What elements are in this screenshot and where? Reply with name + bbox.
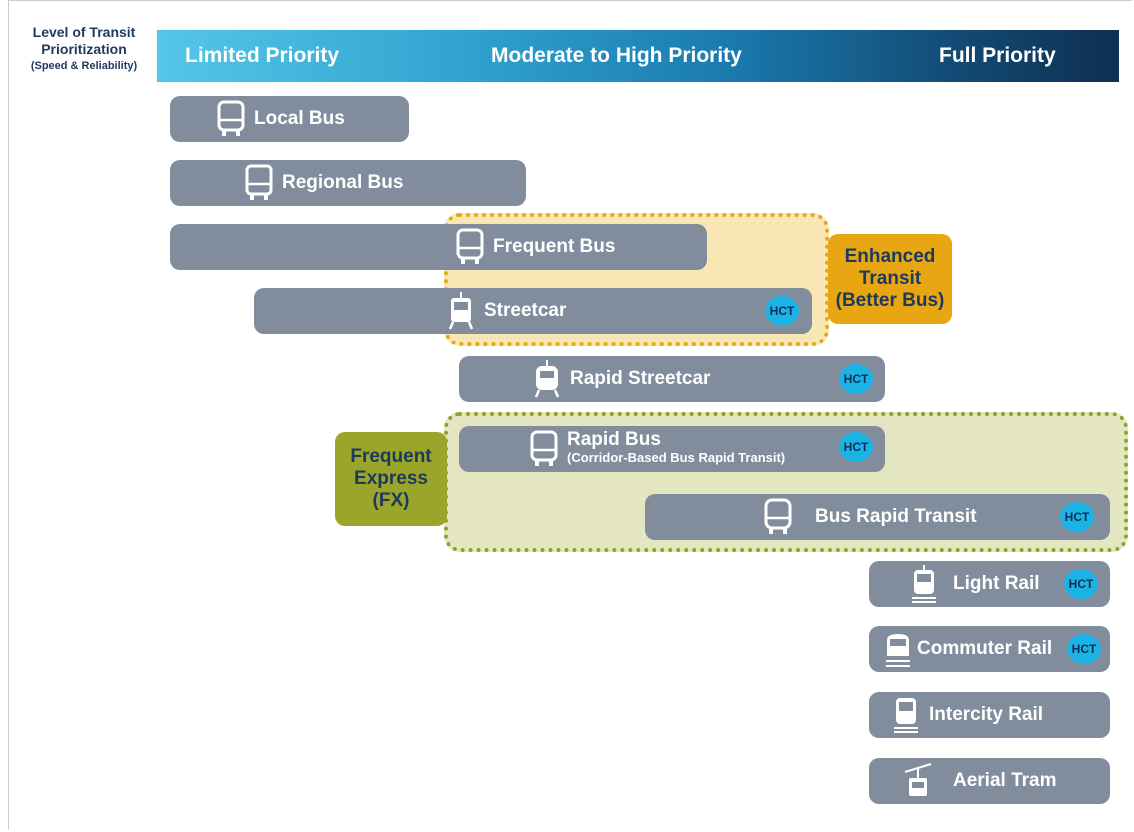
train-icon xyxy=(894,698,918,733)
axis-title-line2: Prioritization xyxy=(41,41,127,57)
train-icon xyxy=(912,565,936,603)
mode-label-bus-rapid-transit: Bus Rapid Transit xyxy=(815,506,977,527)
streetcar-icon xyxy=(448,292,474,330)
priority-low-label: Limited Priority xyxy=(185,44,340,67)
mode-bar-aerial-tram: Aerial Tram xyxy=(869,758,1110,804)
mode-bar-streetcar: Streetcar HCT xyxy=(254,288,812,334)
hct-badge: HCT xyxy=(839,432,873,462)
hct-badge: HCT xyxy=(765,296,799,326)
mode-label-light-rail: Light Rail xyxy=(953,573,1040,594)
mode-bar-commuter-rail: Commuter Rail HCT xyxy=(869,626,1110,672)
mode-bar-bus-rapid-transit: Bus Rapid Transit HCT xyxy=(645,494,1110,540)
priority-mid-label: Moderate to High Priority xyxy=(491,44,742,67)
mode-label-rapid-streetcar: Rapid Streetcar xyxy=(570,368,711,389)
mode-label-frequent-bus: Frequent Bus xyxy=(493,236,616,257)
diagram-frame xyxy=(8,0,1132,830)
fx-line3: (FX) xyxy=(372,490,410,511)
rapid-bus-subtitle: (Corridor-Based Bus Rapid Transit) xyxy=(567,450,786,465)
hct-badge: HCT xyxy=(1067,634,1101,664)
mode-bar-intercity-rail: Intercity Rail xyxy=(869,692,1110,738)
hct-badge: HCT xyxy=(839,364,873,394)
mode-label-local-bus: Local Bus xyxy=(254,108,345,129)
priority-high-label: Full Priority xyxy=(939,44,1056,67)
mode-label-rapid-bus: Rapid Bus (Corridor-Based Bus Rapid Tran… xyxy=(567,429,786,467)
bus-icon xyxy=(530,430,558,466)
axis-title: Level of Transit Prioritization (Speed &… xyxy=(14,24,154,75)
mode-bar-local-bus: Local Bus xyxy=(170,96,409,142)
mode-label-commuter-rail: Commuter Rail xyxy=(917,638,1053,659)
axis-title-line1: Level of Transit xyxy=(32,24,136,40)
mode-label-aerial-tram: Aerial Tram xyxy=(953,770,1057,791)
mode-label-streetcar: Streetcar xyxy=(484,300,567,321)
hct-badge: HCT xyxy=(1064,569,1098,599)
frequent-express-callout: Frequent Express (FX) xyxy=(335,432,447,526)
fx-line1: Frequent xyxy=(350,446,432,467)
aerial-tram-icon xyxy=(904,763,932,796)
rapid-bus-title: Rapid Bus xyxy=(567,429,661,450)
mode-bar-regional-bus: Regional Bus xyxy=(170,160,526,206)
bus-icon xyxy=(764,498,792,534)
priority-gradient-bar: Limited Priority Moderate to High Priori… xyxy=(157,30,1119,82)
bus-icon xyxy=(217,100,245,136)
enhanced-line1: Enhanced xyxy=(844,246,936,267)
mode-label-regional-bus: Regional Bus xyxy=(282,172,404,193)
train-icon xyxy=(886,634,910,667)
mode-bar-light-rail: Light Rail HCT xyxy=(869,561,1110,607)
bus-icon xyxy=(456,228,484,264)
axis-title-line3: (Speed & Reliability) xyxy=(30,60,138,72)
enhanced-transit-callout: Enhanced Transit (Better Bus) xyxy=(828,234,952,324)
streetcar-icon xyxy=(534,360,560,398)
fx-line2: Express xyxy=(354,468,428,489)
mode-bar-frequent-bus: Frequent Bus xyxy=(170,224,707,270)
mode-label-intercity-rail: Intercity Rail xyxy=(929,704,1044,725)
mode-bar-rapid-streetcar: Rapid Streetcar HCT xyxy=(459,356,885,402)
enhanced-line2: Transit xyxy=(858,268,922,289)
mode-bar-rapid-bus: Rapid Bus (Corridor-Based Bus Rapid Tran… xyxy=(459,426,885,472)
hct-badge: HCT xyxy=(1060,502,1094,532)
bus-icon xyxy=(245,164,273,200)
enhanced-line3: (Better Bus) xyxy=(835,290,945,311)
